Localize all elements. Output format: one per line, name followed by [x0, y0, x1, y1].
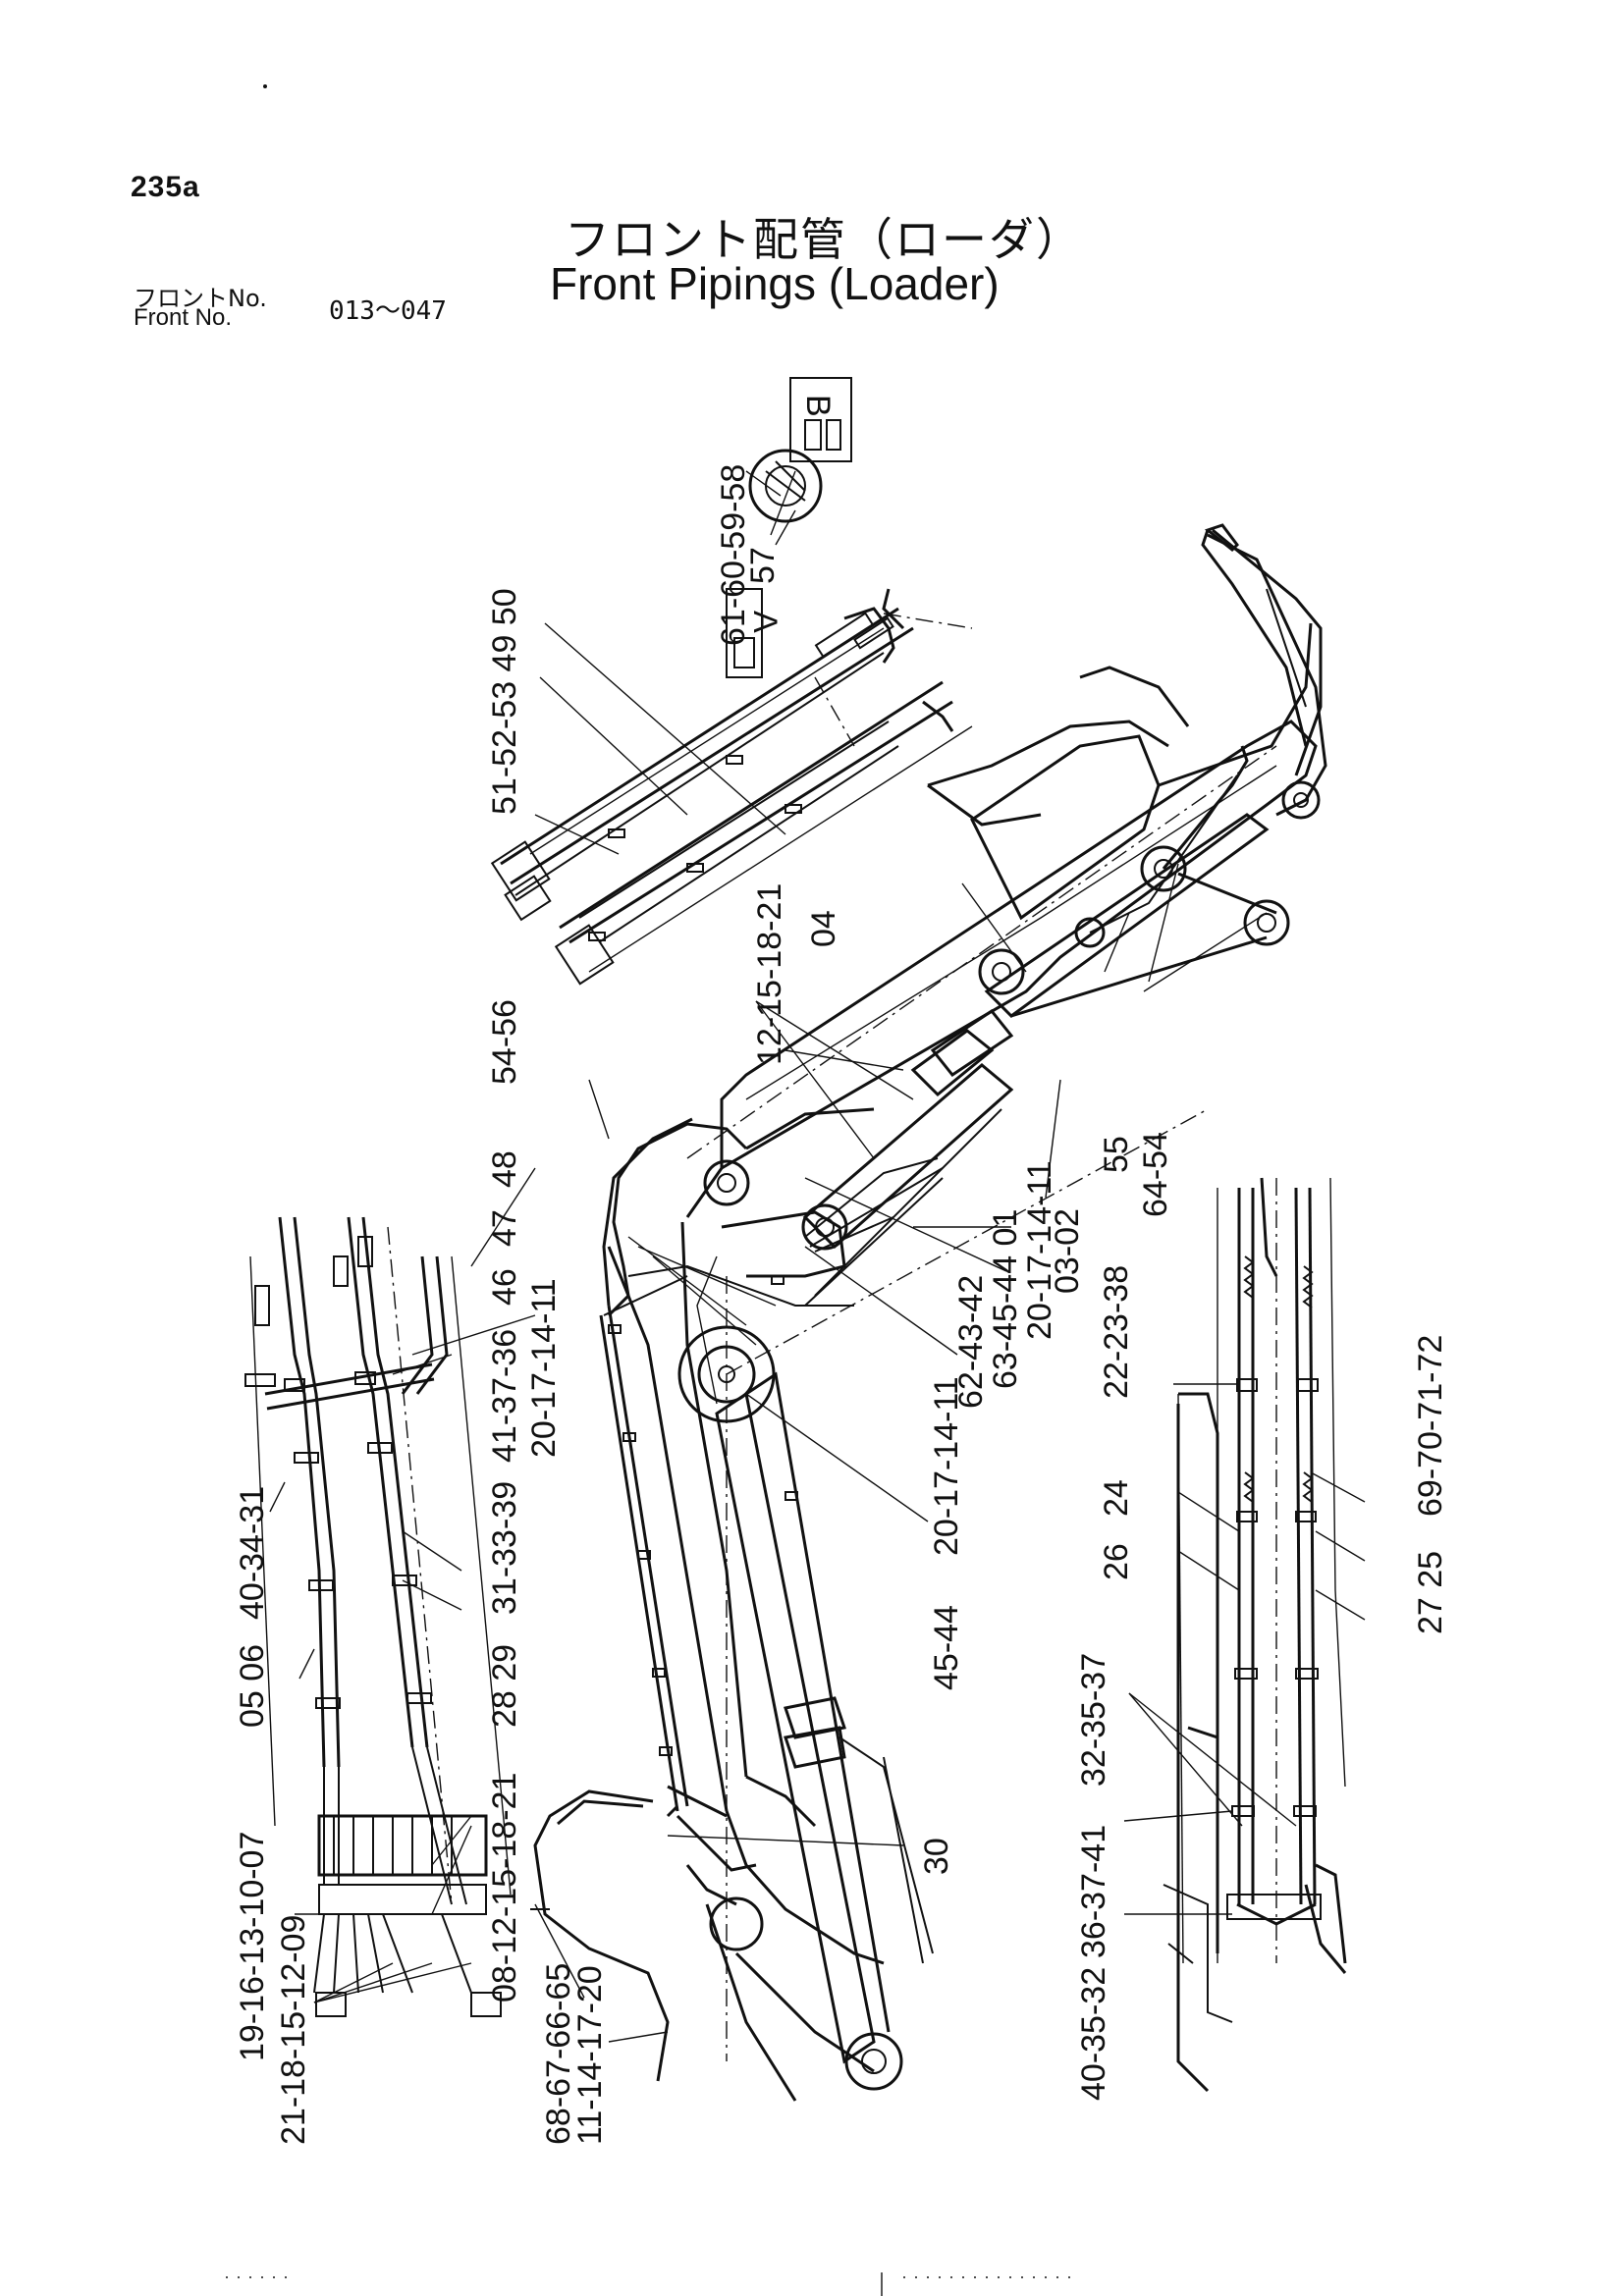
callout-04: 04 [805, 910, 842, 947]
main-boom-hoses [530, 745, 1249, 2082]
detail-a-tag: A [726, 588, 784, 678]
callout-20-17-14-11-left: 20-17-14-11 [525, 1278, 563, 1458]
detail-left-pipes [244, 1216, 512, 2017]
main-boom-assembly [607, 523, 1327, 2102]
callout-47: 47 [486, 1209, 523, 1247]
front-serial-range: 013～047 [329, 296, 447, 326]
page-number: 235a [131, 171, 200, 203]
callout-40-35-32: 40-35-32 [1075, 1967, 1112, 2101]
callout-28-29: 28 29 [486, 1644, 523, 1728]
detail-a [490, 588, 973, 986]
callout-27-25: 27 25 [1412, 1551, 1449, 1634]
title-japanese: フロント配管（ローダ） [565, 213, 1083, 266]
callout-20-17-14-11-upper: 20-17-14-11 [1021, 1160, 1058, 1340]
callout-08-12-15-18-21: 08-12-15-18-21 [486, 1773, 523, 2002]
callout-63-45-44-01: 63-45-44 01 [987, 1209, 1024, 1389]
front-no-label-english: Front No. [134, 304, 233, 331]
callout-57: 57 [744, 547, 782, 584]
callout-30: 30 [918, 1838, 955, 1875]
callout-48: 48 [486, 1150, 523, 1188]
page-edge-marks [226, 84, 1080, 2296]
callout-26: 26 [1098, 1543, 1135, 1580]
callout-62-43-42: 62-43-42 [952, 1275, 990, 1409]
callout-55: 55 [1098, 1136, 1135, 1173]
callout-05-06: 05 06 [234, 1644, 271, 1728]
callout-40-34-31: 40-34-31 [234, 1486, 271, 1620]
callout-36-37-41: 36-37-41 [1075, 1825, 1112, 1958]
callout-03-02: 03-02 [1049, 1208, 1086, 1294]
leader-lines [269, 470, 1366, 2043]
callout-46: 46 [486, 1268, 523, 1306]
front-no-label-japanese: フロントNo. [134, 285, 267, 312]
callout-20-17-14-11-middle: 20-17-14-11 [928, 1376, 965, 1556]
callout-31-33-39: 31-33-39 [486, 1481, 523, 1615]
callout-labels: 61-60-59-58 57 51-52-53 49 50 54-56 12-1… [234, 464, 1449, 2145]
callout-19-16-13-10-07: 19-16-13-10-07 [234, 1832, 271, 2061]
callout-24: 24 [1098, 1479, 1135, 1517]
callout-69-70-71-72: 69-70-71-72 [1412, 1335, 1449, 1517]
callout-32-35-37: 32-35-37 [1075, 1653, 1112, 1787]
callout-11-14-17-20: 11-14-17-20 [571, 1965, 609, 2145]
detail-a-letter: A [746, 611, 784, 633]
callout-41-37-36: 41-37-36 [486, 1329, 523, 1463]
callout-45-44: 45-44 [928, 1605, 965, 1690]
detail-right-pipes [1163, 1177, 1347, 2093]
callout-64-54: 64-54 [1137, 1132, 1174, 1217]
callout-54-56: 54-56 [486, 999, 523, 1085]
detail-b-symbol: B [748, 377, 852, 523]
title-english: Front Pipings (Loader) [550, 258, 1000, 309]
callout-22-23-38: 22-23-38 [1098, 1265, 1135, 1399]
callout-21-18-15-12-09: 21-18-15-12-09 [275, 1915, 312, 2145]
callout-51-52-53-49-50: 51-52-53 49 50 [486, 588, 523, 815]
callout-61-60-59-58: 61-60-59-58 [715, 464, 752, 646]
detail-b-letter: B [799, 395, 837, 417]
callout-12-15-18-21: 12-15-18-21 [751, 883, 788, 1065]
callout-68-67-66-65: 68-67-66-65 [540, 1963, 577, 2145]
